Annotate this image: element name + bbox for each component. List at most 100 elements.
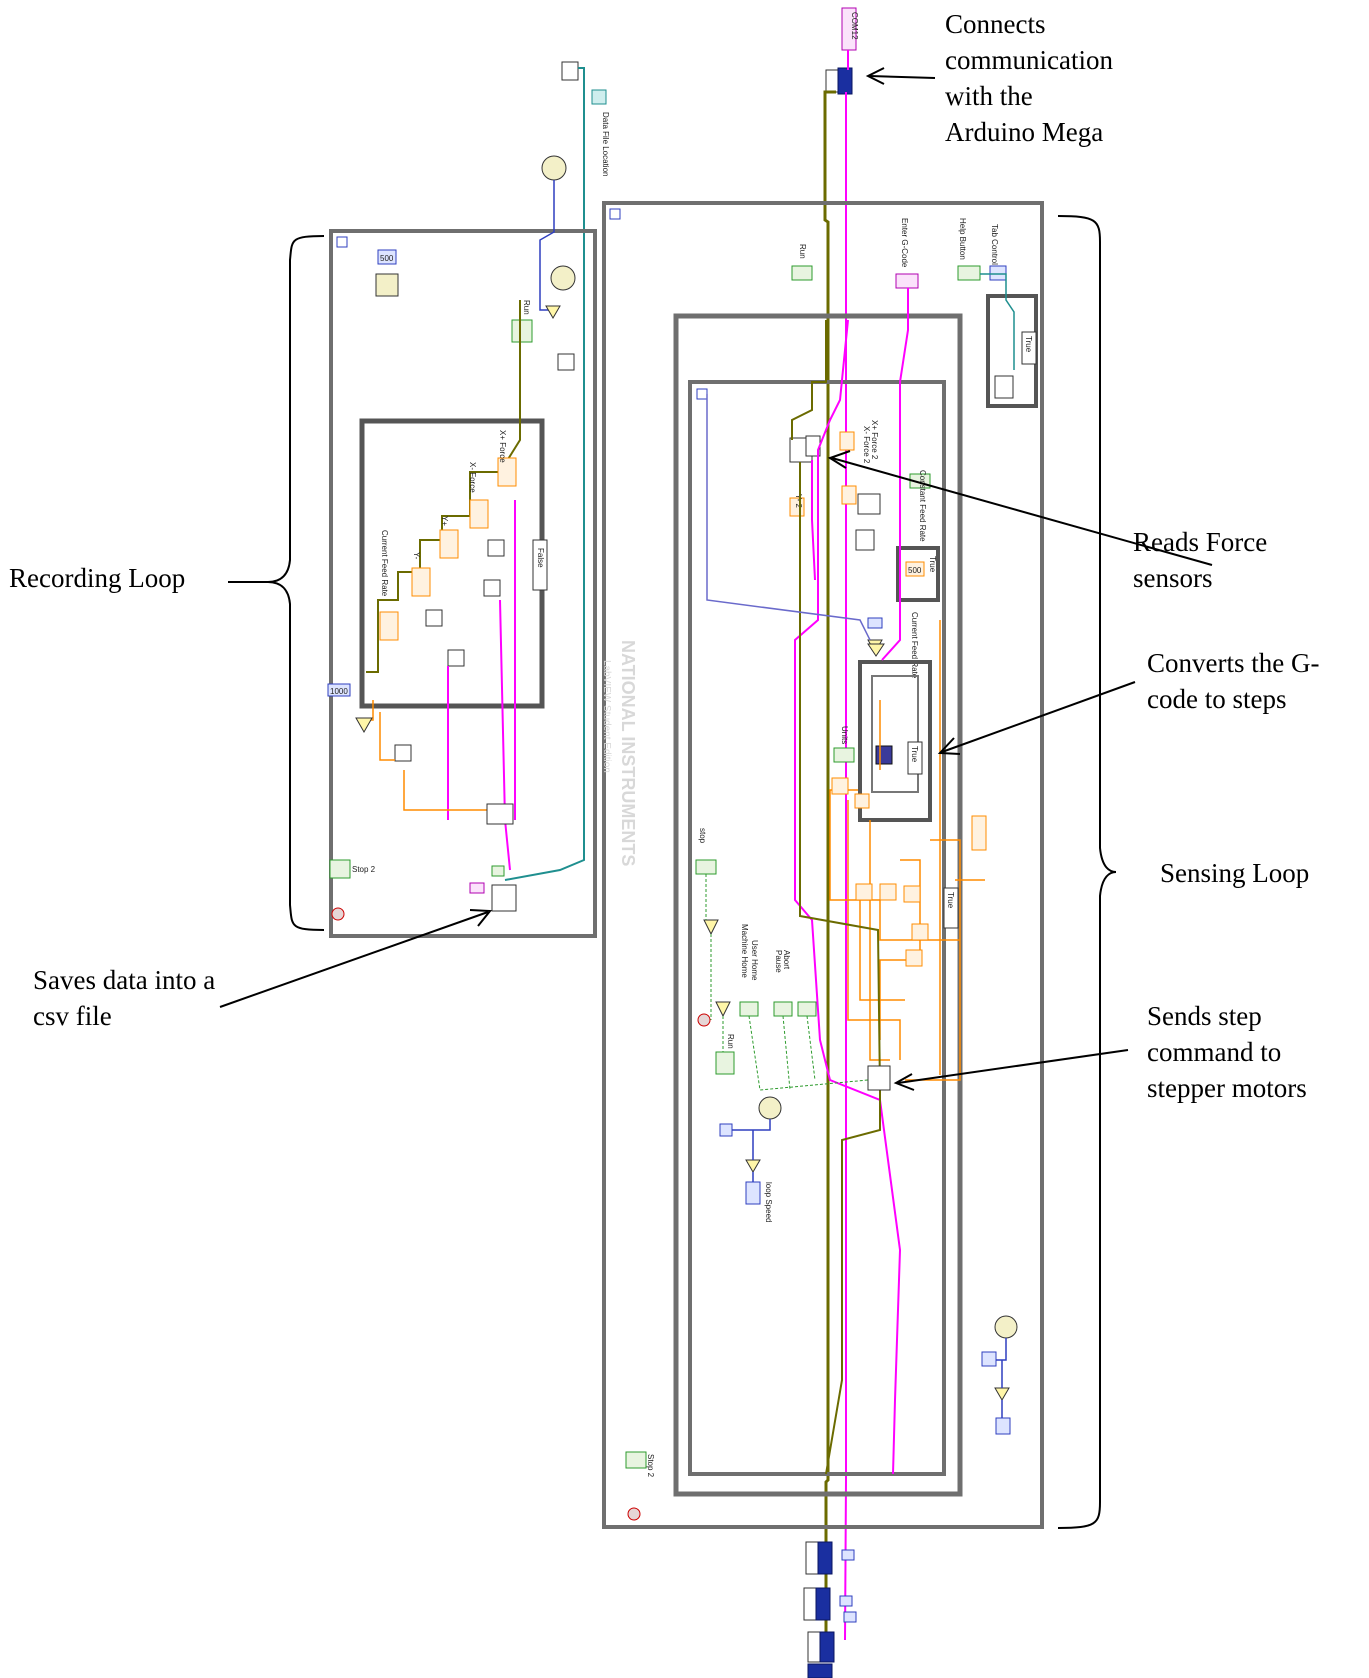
tick-count-icon-top [542,156,566,180]
tick-count-icon [551,266,575,290]
gcode-control[interactable] [896,274,918,288]
file-path-icon [562,62,578,80]
help-wire [980,274,1014,370]
conversion-icons [395,540,504,761]
data-file-location-control[interactable] [592,90,606,104]
bool-constant [492,866,504,876]
current-feed-label: Current Feed Rate [910,612,919,679]
stop2-label-sensing: Stop 2 [646,1454,655,1478]
ni-watermark: NATIONAL INSTRUMENTS [618,640,638,866]
stop2-control-recording[interactable] [330,860,350,878]
bundle-icon [858,494,880,514]
gcode-parser-icon [876,746,892,764]
outer-subtract [995,1388,1009,1400]
or-icon-2 [716,1002,730,1016]
y-minus-label: Y- [412,552,421,560]
stop-control[interactable] [696,860,716,874]
elapsed-indicator [558,354,574,370]
pause-control[interactable] [774,1002,792,1016]
data-file-location-label: Data File Location [601,112,610,176]
machine-home-control[interactable] [740,1002,758,1016]
gcode-inner-loop [872,676,918,792]
const-1000-value: 1000 [330,687,348,696]
run-label: Run [522,300,531,315]
timing-const [868,618,882,628]
user-home-control[interactable] [798,1002,816,1016]
inner-iteration-terminal [697,389,707,399]
run-indicator-inner [716,1052,734,1074]
annotation-recording-loop: Recording Loop [9,560,185,596]
annotation-sends: Sends step command to stepper motors [1147,998,1307,1106]
annotation-saves: Saves data into a csv file [33,962,215,1034]
open-pdf-icon [995,376,1013,398]
outer-shift-register [982,1352,996,1366]
delimiter-constant [470,883,484,893]
gcode-case-true: True [910,746,919,763]
annotation-connects: Connects communication with the Arduino … [945,6,1113,150]
gcode-case-structure [860,662,930,820]
arrow-saves [220,910,490,1007]
int-wires-inner [707,394,874,640]
multiply-icon [356,718,372,732]
help-button-control[interactable] [958,266,980,280]
recording-while-loop [331,231,595,936]
feed-icon [856,530,874,550]
help-case-true: True [1024,336,1033,353]
x-minus-force-label: X- Force [468,462,477,493]
sensing-while-loop [604,203,1042,1527]
stop2-control-sensing[interactable] [626,1452,646,1468]
wait-constant-value: 500 [380,254,394,263]
help-button-label: Help Button [958,218,967,260]
sensing-iteration-terminal [610,209,620,219]
timing-compare [868,644,884,656]
write-csv-icon [492,885,516,911]
arrow-sends [896,1050,1128,1090]
x-minus-force2-label: X- Force 2 [862,426,871,464]
machine-home-label: Machine Home [740,924,749,978]
loop-shift-register [720,1124,732,1136]
arrow-converts [940,682,1135,754]
build-array-icon [487,804,513,824]
inner-stop-terminal [698,1014,710,1026]
x-plus-force-label: X+ Force [498,430,507,463]
annotation-reads-force: Reads Force sensors [1133,524,1267,596]
const-zero [972,816,986,850]
annotation-sensing-loop: Sensing Loop [1160,855,1309,891]
y2-label: Y- 2 [794,494,803,508]
visa-configure-icon [826,68,852,94]
loop-speed-label: loop Speed [764,1182,773,1222]
run-indicator [512,320,532,342]
enter-gcode-label: Enter G-Code [900,218,909,268]
loop-speed-indicator [746,1182,760,1204]
loop-iteration-terminal [337,237,347,247]
loop-tick-icon [759,1097,781,1119]
annotation-converts: Converts the G- code to steps [1147,645,1319,717]
tab-control-label: Tab Control [990,224,999,265]
sensing-stop-terminal [628,1508,640,1520]
ni-watermark-2: LabVIEW Student Edition [601,660,612,773]
sensing-loop-bracket [1058,216,1116,1528]
user-home-label: User Home [750,940,759,981]
current-feed-rate-label: Current Feed Rate [380,530,389,597]
units-label: Units [840,726,849,744]
run-control[interactable] [792,266,812,280]
visa-constants [840,1550,856,1622]
or-icon [704,920,718,934]
visa-write-icons [804,1542,834,1678]
outer-tick-icon [995,1316,1017,1338]
wait-ms-icon [376,274,398,296]
case-selector-false: False [536,548,545,568]
subtract-icon [546,306,560,318]
run-label-inner: Run [726,1034,735,1049]
stop2-label-recording: Stop 2 [352,865,376,874]
y-plus-label: Y+ [440,516,449,526]
tab-control-terminal[interactable] [990,266,1006,280]
units-control[interactable] [834,748,854,762]
pause-label: Pause [774,950,783,973]
recording-loop-bracket [268,236,324,930]
right-case-true: True [946,892,955,909]
send-step-subvi [868,1066,890,1090]
com-port-label: COM12 [850,12,859,40]
run-control-label: Run [798,244,807,259]
